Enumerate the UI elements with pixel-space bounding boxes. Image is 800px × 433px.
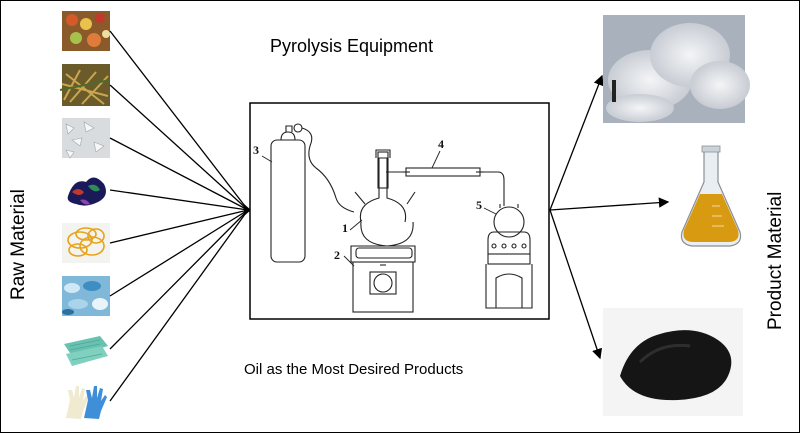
biomass-straw-icon xyxy=(59,64,111,106)
gloves-icon xyxy=(62,381,110,421)
label-5: 5 xyxy=(476,198,482,212)
apparatus-drawing xyxy=(270,123,533,313)
char-powder-icon xyxy=(603,308,743,416)
equipment-box xyxy=(249,102,550,320)
label-4: 4 xyxy=(438,137,444,151)
face-masks-icon xyxy=(62,329,110,369)
label-2: 2 xyxy=(334,248,340,262)
diagram-subtitle: Oil as the Most Desired Products xyxy=(244,361,464,378)
plastic-bottles-icon xyxy=(62,276,110,316)
diagram-title: Pyrolysis Equipment xyxy=(270,36,434,56)
textile-waste-icon xyxy=(62,170,110,210)
gas-smoke-icon xyxy=(603,15,750,123)
rubber-bands-icon xyxy=(62,223,110,263)
label-3: 3 xyxy=(253,143,259,157)
feed-lines xyxy=(109,30,249,402)
label-leaders xyxy=(261,150,497,267)
oil-flask-icon xyxy=(680,145,742,247)
food-waste-icon xyxy=(62,11,110,51)
product-material-label: Product Material xyxy=(765,191,786,330)
raw-material-label: Raw Material xyxy=(8,189,29,300)
shredded-plastic-icon xyxy=(62,118,110,159)
label-1: 1 xyxy=(342,221,348,235)
feed-arrowhead xyxy=(244,204,251,216)
output-arrows xyxy=(549,74,670,360)
